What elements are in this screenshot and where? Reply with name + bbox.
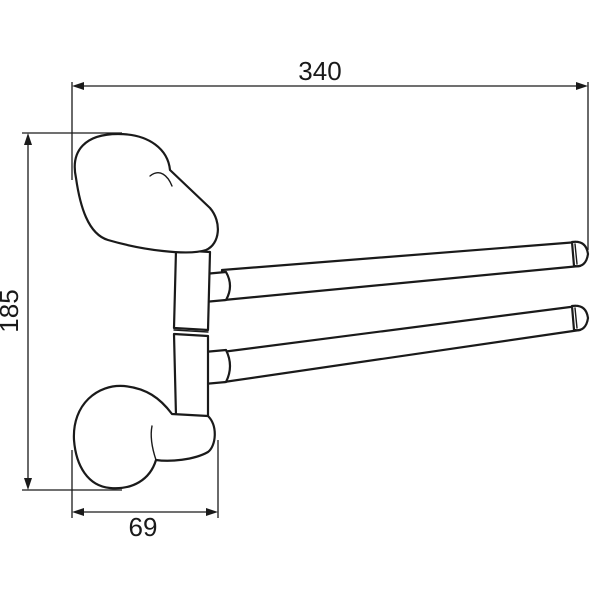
dimension-width: 340 xyxy=(71,56,589,250)
pivot-joint-line-2 xyxy=(173,333,209,337)
rod-lower xyxy=(220,304,582,384)
mount-lower-body xyxy=(72,384,216,490)
dimension-depth-label: 69 xyxy=(129,512,158,542)
dimension-width-label: 340 xyxy=(298,56,341,86)
arrow-bottom xyxy=(24,478,32,490)
mount-upper-body xyxy=(73,132,219,254)
rod-upper-end-cap xyxy=(570,240,590,268)
pivot-column-lower xyxy=(172,332,210,420)
wall-mount-lower xyxy=(72,384,216,490)
towel-arm-upper xyxy=(202,240,590,304)
pivot-column-upper xyxy=(172,248,212,332)
dimension-height-label: 185 xyxy=(0,289,24,332)
dimension-height: 185 xyxy=(0,132,122,491)
rod-lower-collar xyxy=(202,348,232,386)
arrow-depth-left xyxy=(72,508,84,516)
rod-lower-end-cap xyxy=(570,304,590,332)
dimension-depth: 69 xyxy=(71,440,219,542)
rod-upper xyxy=(220,240,582,302)
arrow-depth-right xyxy=(206,508,218,516)
rod-upper-collar xyxy=(202,270,232,304)
rod-upper-cap-line xyxy=(574,243,578,265)
mount-upper-contour xyxy=(149,172,173,187)
wall-mount-upper xyxy=(73,132,219,254)
mount-lower-contour xyxy=(150,425,157,461)
arrow-right xyxy=(576,82,588,90)
pivot-column xyxy=(172,248,212,420)
towel-arm-lower xyxy=(202,304,590,386)
pivot-joint-line-1 xyxy=(173,329,209,333)
rod-lower-cap-line xyxy=(574,307,578,329)
arrow-left xyxy=(72,82,84,90)
arrow-top xyxy=(24,133,32,145)
